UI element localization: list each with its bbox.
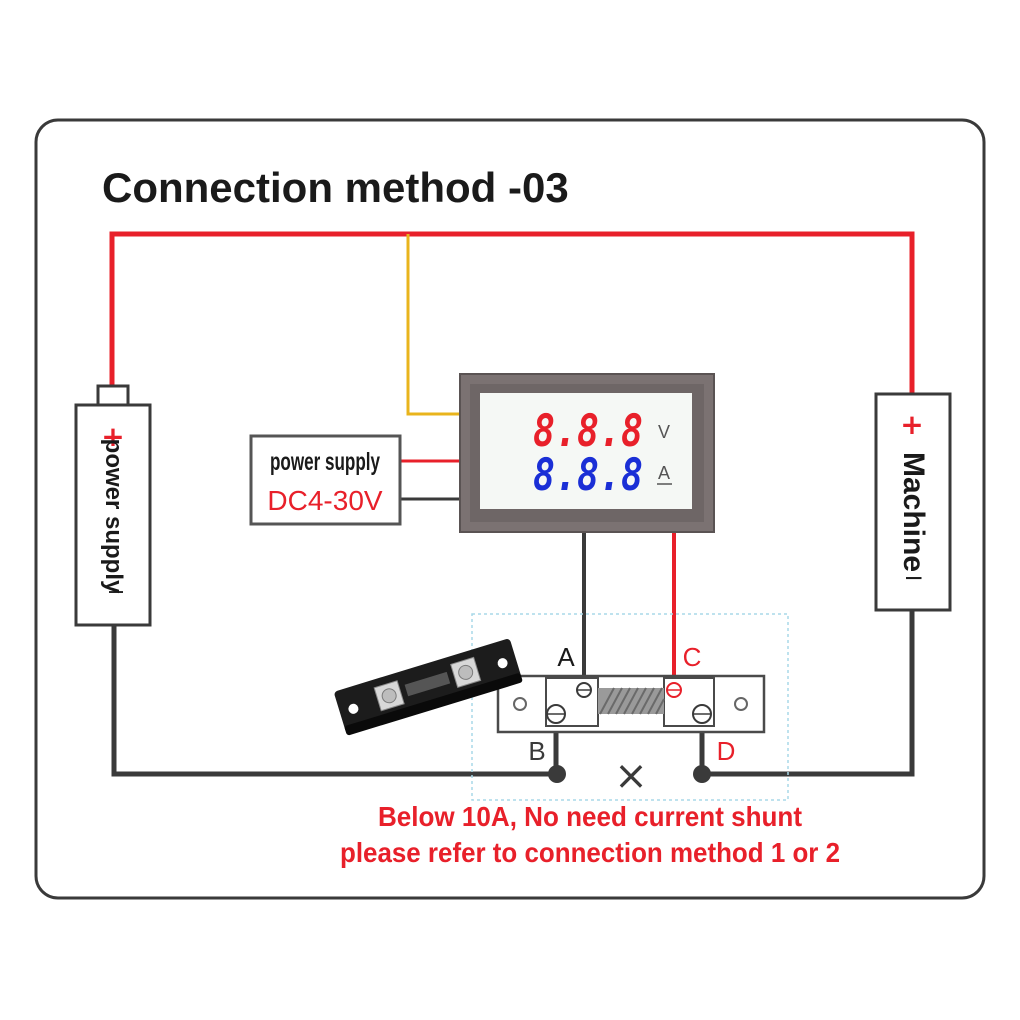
shunt-label-c: C bbox=[683, 642, 702, 672]
meter-bottom-unit: A bbox=[658, 463, 670, 483]
machine-load: + Machine I bbox=[874, 392, 952, 612]
psu-box-line1: power supply bbox=[270, 448, 380, 476]
note-line-2: please refer to connection method 1 or 2 bbox=[340, 837, 840, 868]
battery-cap bbox=[96, 384, 130, 408]
black-wire-right bbox=[700, 610, 915, 777]
shunt-label-b: B bbox=[528, 736, 545, 766]
psu-box-line2: DC4-30V bbox=[267, 485, 382, 516]
shunt-mount-hole-right bbox=[734, 697, 748, 711]
battery-body bbox=[74, 403, 152, 627]
junction-dot-left bbox=[548, 765, 566, 783]
shunt-resistor-photo bbox=[334, 639, 523, 736]
volt-amp-meter: 8.8.8 V 8.8.8 A bbox=[459, 373, 715, 533]
machine-minus: I bbox=[901, 575, 926, 581]
machine-plus: + bbox=[900, 408, 923, 441]
shunt-schematic: A B C D bbox=[471, 613, 789, 801]
machine-body bbox=[874, 392, 952, 612]
meter-top-digits: 8.8.8 bbox=[533, 406, 643, 457]
battery-minus: I bbox=[104, 589, 126, 595]
shunt-hatching bbox=[599, 687, 665, 715]
shunt-label-d: D bbox=[717, 736, 736, 766]
black-wire-left bbox=[111, 624, 558, 777]
junction-dot-right bbox=[693, 765, 711, 783]
shunt-dotted-area bbox=[471, 613, 789, 801]
red-wire-top bbox=[109, 231, 915, 394]
psu-box-frame bbox=[249, 434, 402, 526]
psu-box: power supply DC4-30V bbox=[249, 434, 402, 526]
shunt-label-a: A bbox=[557, 642, 575, 672]
battery-plus: + bbox=[101, 420, 124, 453]
yellow-wire bbox=[406, 234, 460, 416]
battery-power-supply: + power supply I bbox=[74, 384, 152, 627]
break-mark: × bbox=[614, 753, 648, 799]
battery-label: power supply bbox=[100, 439, 127, 594]
meter-top-unit: V bbox=[658, 422, 670, 442]
note-line-1: Below 10A, No need current shunt bbox=[378, 801, 802, 832]
diagram-title: Connection method -03 bbox=[102, 164, 569, 211]
machine-label: Machine bbox=[897, 452, 930, 572]
meter-display-tint bbox=[480, 393, 692, 509]
shunt-mount-hole-left bbox=[513, 697, 527, 711]
meter-bottom-digits: 8.8.8 bbox=[533, 450, 643, 501]
